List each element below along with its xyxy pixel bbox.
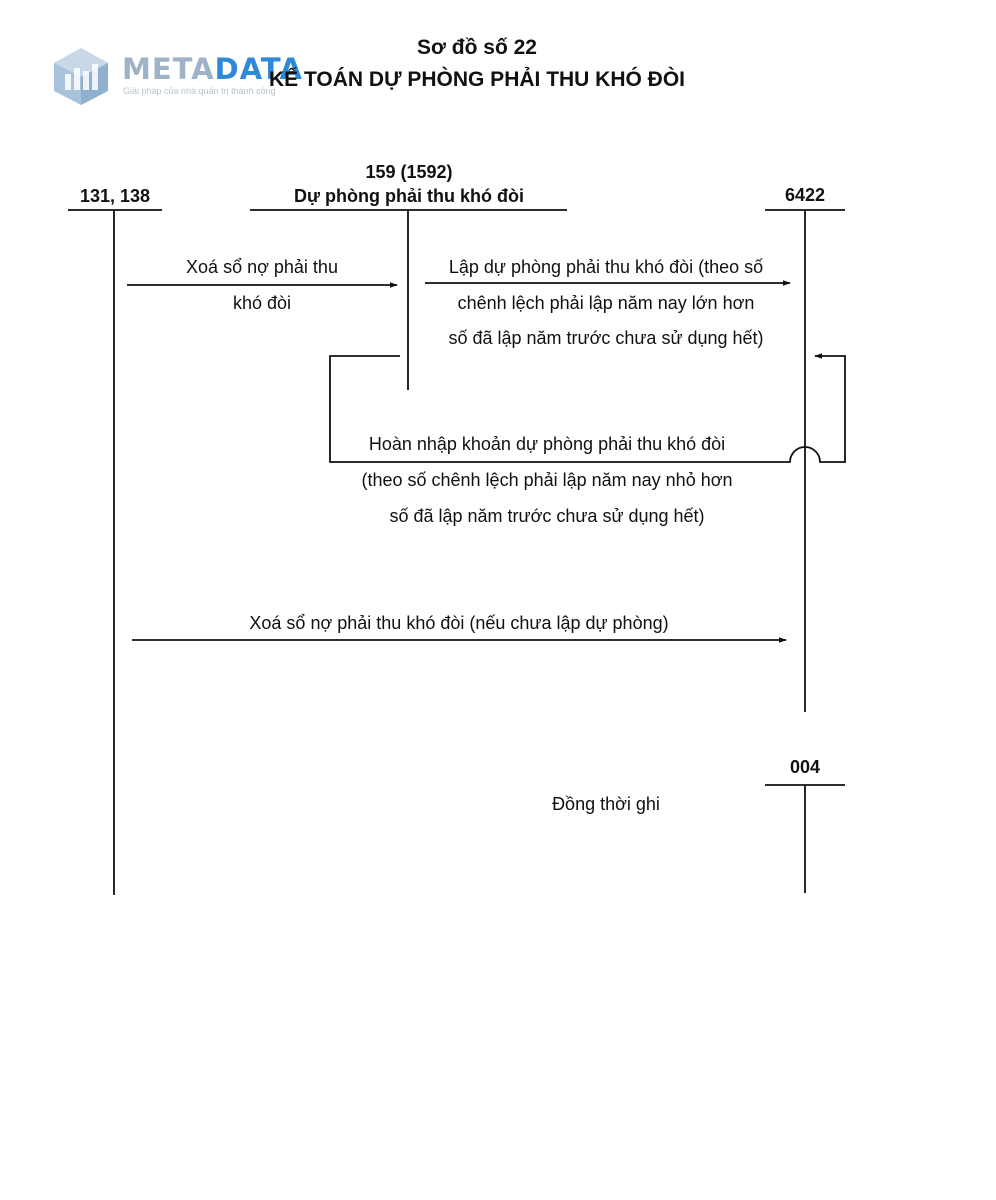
- setup-label-line3: số đã lập năm trước chưa sử dụng hết): [448, 328, 764, 348]
- diagram-number: Sơ đồ số 22: [417, 36, 537, 59]
- logo-tagline: Giải pháp của nhà quản trị thành công: [123, 86, 276, 96]
- logo-wordmark: METADATA: [122, 52, 303, 86]
- write-off-no-provision-label: Xoá sổ nợ phải thu khó đòi (nếu chưa lập…: [249, 613, 669, 633]
- account-004-label: 004: [789, 757, 821, 777]
- setup-label-line1: Lập dự phòng phải thu khó đòi (theo số: [448, 257, 764, 277]
- write-off-label-line1: Xoá sổ nợ phải thu: [186, 257, 338, 277]
- reversal-label-line1: Hoàn nhập khoản dự phòng phải thu khó đò…: [368, 434, 726, 454]
- account-131-138-label: 131, 138: [79, 186, 151, 206]
- reversal-label-line2: (theo số chênh lệch phải lập năm nay nhỏ…: [361, 470, 733, 490]
- cube-chart-icon: [54, 48, 108, 105]
- account-159-name: Dự phòng phải thu khó đòi: [294, 186, 524, 206]
- account-159-code: 159 (1592): [365, 162, 453, 182]
- simultaneous-entry-label: Đồng thời ghi: [552, 794, 660, 814]
- metadata-logo: METADATA Giải pháp của nhà quản trị thàn…: [50, 46, 310, 108]
- arrow-provision-reversal: [329, 353, 846, 463]
- logo-wordmark-part2: DATA: [214, 52, 303, 86]
- setup-label-line2: chênh lệch phải lập năm nay lớn hơn: [457, 293, 755, 313]
- logo-wordmark-part1: META: [122, 52, 215, 86]
- account-6422-label: 6422: [784, 185, 826, 205]
- diagram-title: KẾ TOÁN DỰ PHÒNG PHẢI THU KHÓ ĐÒI: [268, 68, 686, 91]
- reversal-label-line3: số đã lập năm trước chưa sử dụng hết): [389, 506, 705, 526]
- write-off-label-line2: khó đòi: [232, 293, 292, 313]
